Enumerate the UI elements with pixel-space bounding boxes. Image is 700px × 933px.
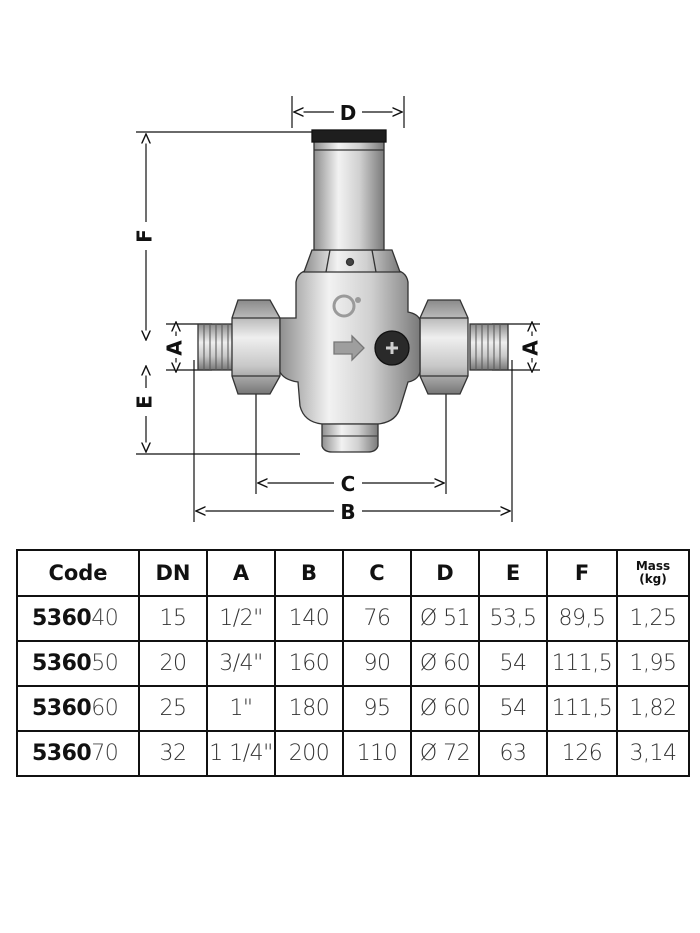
- table-row: 536070 32 1 1/4" 200 110 Ø 72 63 126 3,1…: [16, 730, 690, 777]
- c-cell: 110: [342, 730, 412, 777]
- code-suffix: 70: [91, 741, 119, 766]
- header-a: A: [206, 549, 276, 597]
- d-cell: Ø 60: [410, 640, 480, 687]
- c-cell: 90: [342, 640, 412, 687]
- b-cell: 200: [274, 730, 344, 777]
- code-prefix: 5360: [32, 606, 92, 631]
- d-cell: Ø 72: [410, 730, 480, 777]
- dimension-label-f: F: [133, 229, 157, 243]
- d-cell: Ø 60: [410, 685, 480, 732]
- dn-cell: 15: [138, 595, 208, 642]
- code-cell: 536050: [16, 640, 140, 687]
- code-prefix: 5360: [32, 651, 92, 676]
- b-cell: 140: [274, 595, 344, 642]
- code-suffix: 60: [91, 696, 119, 721]
- b-cell: 180: [274, 685, 344, 732]
- valve-technical-drawing: D F A A E C B: [133, 96, 543, 524]
- dn-cell: 20: [138, 640, 208, 687]
- code-cell: 536040: [16, 595, 140, 642]
- header-e: E: [478, 549, 548, 597]
- f-cell: 111,5: [546, 685, 618, 732]
- mass-cell: 1,25: [616, 595, 690, 642]
- b-cell: 160: [274, 640, 344, 687]
- a-cell: 1/2": [206, 595, 276, 642]
- header-d: D: [410, 549, 480, 597]
- dimension-label-d: D: [340, 101, 357, 125]
- d-cell: Ø 51: [410, 595, 480, 642]
- table-header-row: Code DN A B C D E F Mass (kg): [16, 549, 690, 597]
- a-cell: 1 1/4": [206, 730, 276, 777]
- c-cell: 95: [342, 685, 412, 732]
- mass-cell: 1,82: [616, 685, 690, 732]
- mass-cell: 3,14: [616, 730, 690, 777]
- e-cell: 54: [478, 685, 548, 732]
- header-c: C: [342, 549, 412, 597]
- header-b: B: [274, 549, 344, 597]
- pressure-reducing-valve: [197, 129, 509, 453]
- code-cell: 536070: [16, 730, 140, 777]
- dimension-label-a-left: A: [163, 340, 187, 356]
- a-cell: 3/4": [206, 640, 276, 687]
- dimensions-table: Code DN A B C D E F Mass (kg) 536040 15 …: [16, 549, 690, 777]
- e-cell: 53,5: [478, 595, 548, 642]
- dimension-label-a-right: A: [519, 340, 543, 356]
- dimension-label-b: B: [340, 500, 355, 524]
- table-row: 536050 20 3/4" 160 90 Ø 60 54 111,5 1,95: [16, 640, 690, 687]
- c-cell: 76: [342, 595, 412, 642]
- f-cell: 111,5: [546, 640, 618, 687]
- code-prefix: 5360: [32, 741, 92, 766]
- table-row: 536060 25 1" 180 95 Ø 60 54 111,5 1,82: [16, 685, 690, 732]
- header-code: Code: [16, 549, 140, 597]
- f-cell: 126: [546, 730, 618, 777]
- code-suffix: 40: [91, 606, 119, 631]
- e-cell: 63: [478, 730, 548, 777]
- dimension-label-e: E: [133, 395, 157, 409]
- dimension-label-c: C: [341, 472, 356, 496]
- dn-cell: 32: [138, 730, 208, 777]
- code-cell: 536060: [16, 685, 140, 732]
- code-suffix: 50: [91, 651, 119, 676]
- f-cell: 89,5: [546, 595, 618, 642]
- table-row: 536040 15 1/2" 140 76 Ø 51 53,5 89,5 1,2…: [16, 595, 690, 642]
- mass-cell: 1,95: [616, 640, 690, 687]
- dn-cell: 25: [138, 685, 208, 732]
- code-prefix: 5360: [32, 696, 92, 721]
- header-mass-label: Mass: [635, 559, 671, 573]
- header-mass: Mass (kg): [616, 549, 690, 597]
- header-dn: DN: [138, 549, 208, 597]
- a-cell: 1": [206, 685, 276, 732]
- e-cell: 54: [478, 640, 548, 687]
- header-f: F: [546, 549, 618, 597]
- header-mass-unit: (kg): [639, 572, 667, 586]
